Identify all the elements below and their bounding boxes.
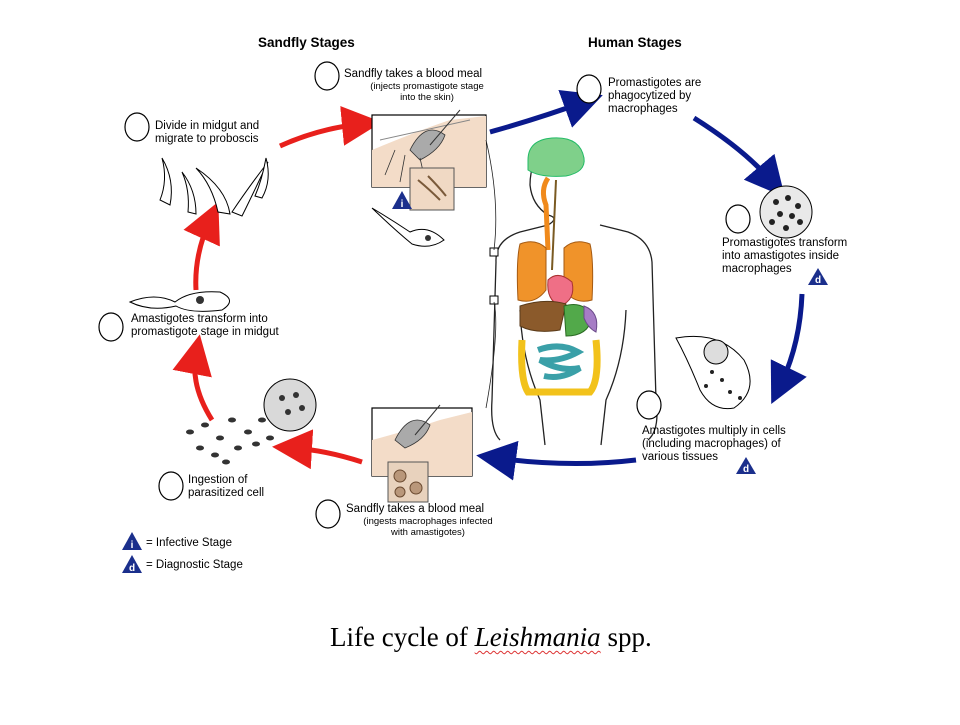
arrow-7-to-8: [183, 201, 220, 291]
human-body: [485, 137, 658, 446]
diagnostic-marker-letter-4: d: [743, 464, 749, 475]
infective-marker-triangle-1: [392, 191, 412, 209]
sandfly-bite-box-bottom: [371, 404, 473, 503]
arrow-1-to-2: [489, 90, 603, 135]
diagnostic-marker-triangle-3: [808, 268, 828, 285]
intestine-large: [518, 339, 601, 396]
legend-infective-triangle: [122, 532, 142, 550]
human-cycle-arrows: [476, 90, 807, 481]
marker-letters: i d d i d: [129, 199, 821, 574]
stage-circle-8: [124, 112, 150, 142]
sandfly-cycle-arrows: [172, 105, 382, 470]
infected-macrophage: [759, 185, 813, 239]
stage-circle-7: [98, 312, 124, 342]
stage-circles: [98, 61, 751, 529]
promastigotes-dividing: [159, 157, 269, 217]
arrow-5-to-6: [272, 429, 363, 470]
stage-5-sublabel: (ingests macrophages infected with amast…: [363, 516, 493, 538]
amastigote-transforming: [128, 291, 230, 312]
stage-6-label: Ingestion of parasitized cell: [188, 474, 265, 499]
liver: [519, 300, 567, 332]
stage-circle-6: [158, 471, 184, 501]
stage-2-label: Promastigotes are phagocytized by macrop…: [608, 77, 702, 115]
stage-5-label: Sandfly takes a blood meal: [346, 503, 485, 515]
legend-infective-letter: i: [131, 540, 134, 551]
sandfly-stages-header: Sandfly Stages: [258, 35, 355, 50]
intestine-small: [536, 343, 585, 380]
stage-circle-2: [576, 74, 602, 104]
marker-triangles: [122, 191, 828, 573]
legend-infective-label: = Infective Stage: [146, 537, 232, 549]
stage-1-label: Sandfly takes a blood meal: [344, 68, 483, 80]
arrow-4-to-5: [476, 440, 637, 481]
caption-suffix: spp.: [600, 622, 652, 652]
stage-7-label: Amastigotes transform into promastigote …: [131, 313, 279, 338]
arrow-8-to-1: [278, 105, 382, 149]
arrow-2-to-3: [692, 115, 785, 198]
heart: [547, 275, 574, 307]
legend-diagnostic-triangle: [122, 555, 142, 573]
spleen: [583, 305, 598, 333]
tissue-cells: [675, 335, 751, 410]
stage-circle-3: [725, 204, 751, 234]
arrow-3-to-4: [770, 293, 807, 404]
stage-circle-5: [315, 499, 341, 529]
promastigote-injected: [371, 207, 445, 247]
stage-circle-1: [314, 61, 340, 91]
figure-caption: Life cycle of Leishmania spp.: [330, 622, 652, 653]
stage-circle-4: [636, 390, 662, 420]
infective-marker-letter-1: i: [401, 199, 404, 210]
caption-genus: Leishmania: [474, 622, 601, 652]
stage-4-label: Amastigotes multiply in cells (including…: [642, 425, 786, 463]
caption-prefix: Life cycle of: [330, 622, 475, 652]
human-stages-header: Human Stages: [588, 35, 682, 50]
brain: [527, 137, 585, 177]
diagnostic-marker-triangle-4: [736, 457, 756, 474]
legend-diagnostic-label: = Diagnostic Stage: [146, 559, 243, 571]
stage-3-label: Promastigotes transform into amastigotes…: [722, 237, 848, 275]
sandfly-bite-box-top: [371, 109, 487, 211]
lung-left: [516, 241, 547, 302]
diagnostic-marker-letter-3: d: [815, 275, 821, 286]
arrow-6-to-7: [172, 334, 215, 422]
esophagus: [551, 179, 557, 271]
airway: [540, 176, 551, 251]
parasitized-cell: [186, 378, 317, 465]
stage-8-label: Divide in midgut and migrate to probosci…: [155, 120, 260, 145]
legend-diagnostic-letter: d: [129, 563, 135, 574]
stage-1-sublabel: (injects promastigote stage into the ski…: [370, 81, 484, 103]
